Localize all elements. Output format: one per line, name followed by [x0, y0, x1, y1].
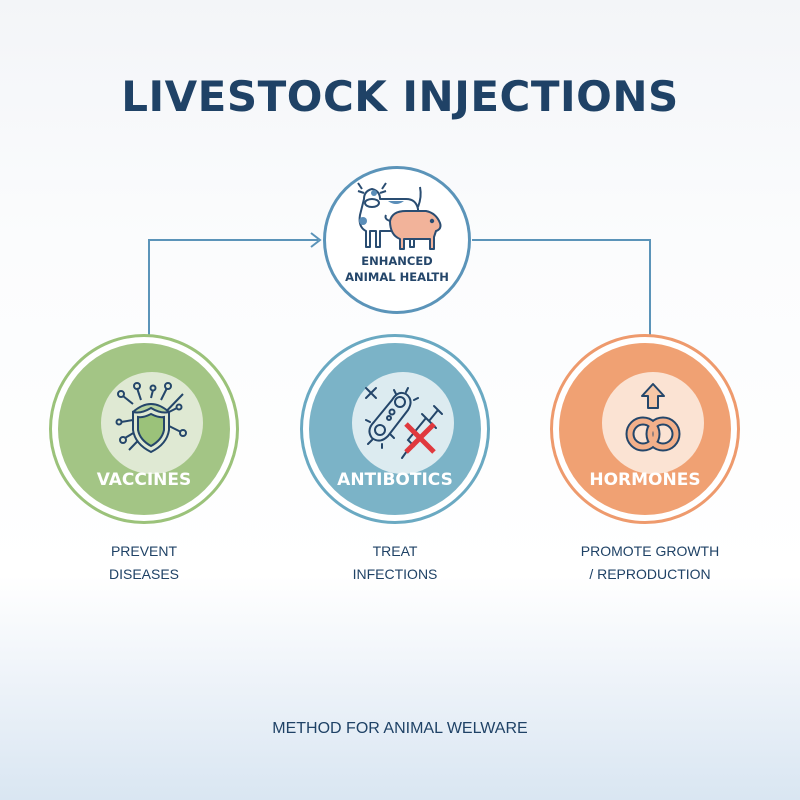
- description-line1: PREVENT: [110, 543, 178, 559]
- description-hormones: PROMOTE GROWTH / REPRODUCTION: [550, 540, 750, 586]
- page-title: LIVESTOCK INJECTIONS: [121, 72, 679, 121]
- method-label-antibotics: ANTIBOTICS: [337, 470, 453, 490]
- hub-label: ENHANCED ANIMAL HEALTH: [326, 253, 468, 285]
- description-line2: / REPRODUCTION: [589, 566, 711, 582]
- method-hormones: HORMONES: [550, 334, 740, 524]
- footer-caption: METHOD FOR ANIMAL WELWARE: [272, 720, 528, 737]
- bacteria-syringe-cross-icon: [365, 387, 443, 459]
- hub-enhanced-animal-health: ENHANCED ANIMAL HEALTH: [323, 166, 471, 314]
- hub-label-line2: ANIMAL HEALTH: [345, 270, 449, 284]
- virus-shield-icon: [115, 382, 187, 454]
- description-antibotics: TREAT INFECTIONS: [295, 540, 495, 586]
- description-line1: TREAT: [372, 543, 418, 559]
- method-label-vaccines: VACCINES: [96, 470, 192, 490]
- method-vaccines: VACCINES: [49, 334, 239, 524]
- connector-vaccines-to-hub: [148, 239, 318, 336]
- description-line2: INFECTIONS: [352, 566, 438, 582]
- description-line1: PROMOTE GROWTH: [580, 543, 720, 559]
- description-vaccines: PREVENT DISEASES: [44, 540, 244, 586]
- method-antibotics: ANTIBOTICS: [300, 334, 490, 524]
- method-label-hormones: HORMONES: [589, 470, 701, 490]
- hub-label-line1: ENHANCED: [361, 254, 433, 268]
- connector-hub-to-hormones: [472, 239, 651, 336]
- description-line2: DISEASES: [108, 566, 180, 582]
- up-arrow-rings-icon: [625, 383, 681, 452]
- cow-and-pig-icon: [357, 182, 442, 250]
- arrowhead-icon: [310, 232, 322, 248]
